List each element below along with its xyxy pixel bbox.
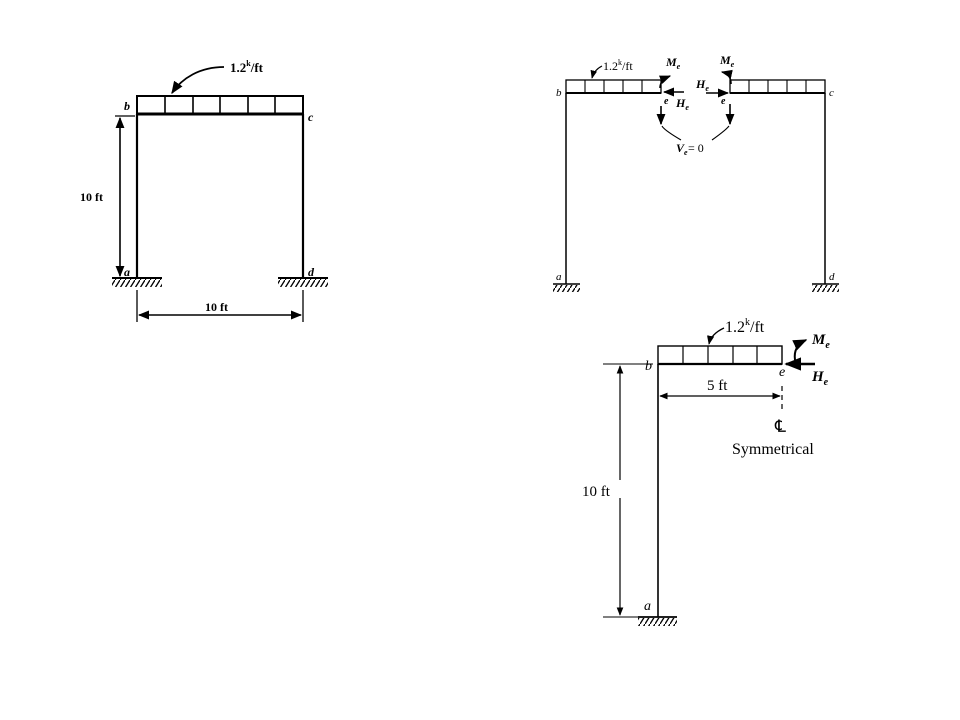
frame2-load-leader: [590, 65, 603, 79]
frame3-moment-arrow: [792, 339, 808, 361]
frame2-right-beam-load: [729, 79, 826, 94]
frame2-fixed-support-a: [553, 283, 580, 292]
frame2-node-b: b: [556, 87, 562, 99]
frame1-load-label: 1.2k/ft: [230, 59, 264, 75]
frame2-shear-symbol: Ve: [676, 141, 688, 157]
frame3-height-dimension: 10 ft: [582, 363, 653, 618]
frame2-node-a: a: [556, 271, 562, 283]
frame2-right-moment-label: Me: [719, 53, 735, 69]
frame1-node-c: c: [308, 110, 314, 124]
frame2-left-moment-label: Me: [665, 55, 681, 71]
frame2-node-c: c: [829, 87, 834, 99]
frame3-centerline-symbol: ℄: [774, 417, 786, 436]
frame3-load-leader: [707, 327, 725, 345]
frame2-left-cut-e: e: [664, 96, 669, 107]
frame1-node-b: b: [124, 99, 130, 113]
frame3-node-e: e: [779, 365, 785, 380]
frame1-fixed-support-d: [278, 277, 328, 287]
frame3-symmetrical-label: Symmetrical: [732, 441, 814, 458]
frame2-shear-leader-left: [661, 125, 682, 141]
frame1-node-d: d: [308, 265, 315, 279]
frame2-node-d: d: [829, 271, 835, 283]
frame2-right-moment-arrow: [720, 69, 733, 85]
frame2-left-horizontal-label: He: [675, 96, 689, 112]
frame2-shear-leader-right: [711, 125, 730, 141]
frame3-moment-label: Me: [811, 332, 830, 351]
frame3-node-b: b: [645, 359, 652, 374]
frame2-left-beam-load: [565, 79, 662, 94]
frame2-right-horizontal-label: He: [695, 77, 709, 93]
frame2-load-label: 1.2k/ft: [603, 58, 633, 73]
frame3-beam-load: [657, 345, 783, 366]
frame3-half-span-dimension: 5 ft: [659, 378, 781, 400]
frame1-height-dimension: 10 ft: [78, 115, 135, 278]
frame3-load-label: 1.2k/ft: [725, 317, 765, 336]
svg-text:10 ft: 10 ft: [80, 190, 103, 204]
frame-1: 1.2k/ft b c a d 10 ft 10 ft: [78, 59, 328, 322]
frame1-distributed-load: [136, 95, 304, 116]
frame2-fixed-support-d: [812, 283, 839, 292]
frame3-horizontal-label: He: [811, 369, 829, 388]
frame2-left-moment-arrow: [658, 75, 672, 89]
frame1-node-a: a: [124, 265, 130, 279]
frame-3: 1.2k/ft b e a Me He 5 ft ℄ Symmetrical 1…: [582, 317, 830, 626]
frame1-load-leader: [171, 66, 225, 95]
frame1-span-dimension: 10 ft: [136, 290, 304, 322]
frame3-node-a: a: [644, 599, 651, 614]
svg-text:10 ft: 10 ft: [205, 300, 228, 314]
frame2-shear-value: = 0: [688, 141, 704, 155]
svg-text:10 ft: 10 ft: [582, 484, 611, 500]
frame1-fixed-support-a: [112, 277, 162, 287]
frame2-right-cut-e: e: [721, 96, 726, 107]
svg-text:5 ft: 5 ft: [707, 378, 728, 394]
frame-2: 1.2k/ft b c a d Me e He Me He e = 0 Ve =…: [553, 53, 839, 292]
frame3-fixed-support-a: [638, 616, 677, 626]
